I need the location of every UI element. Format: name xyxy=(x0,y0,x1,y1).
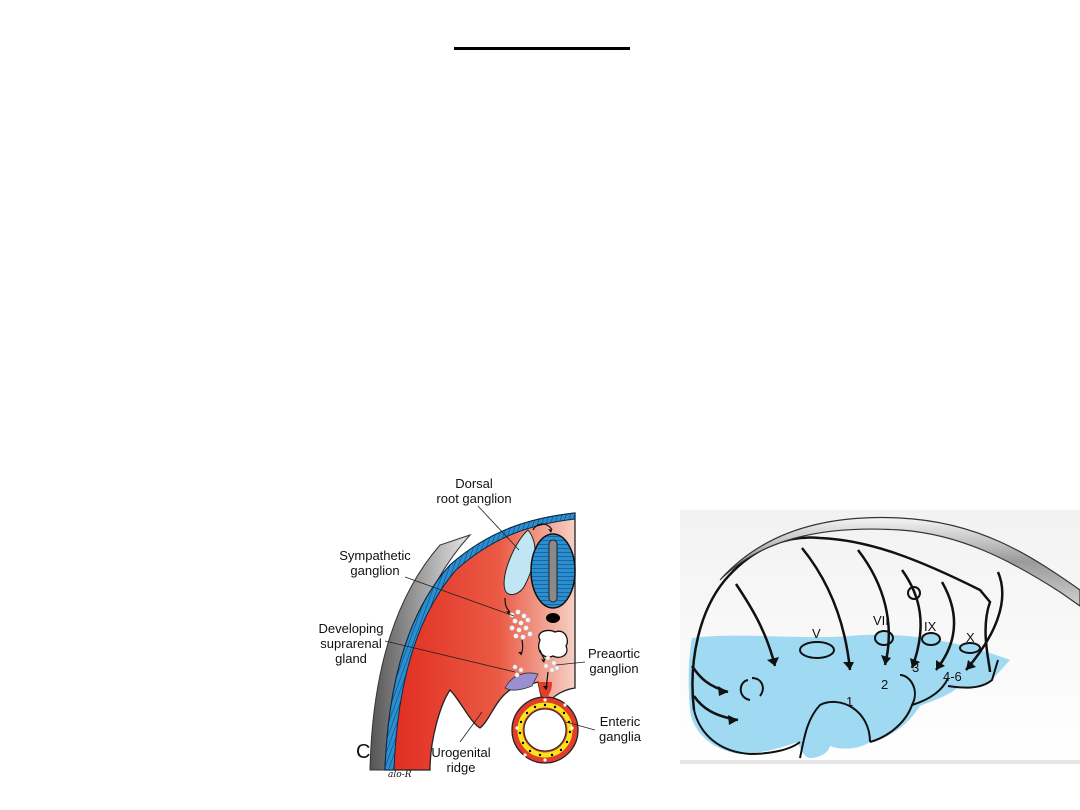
illustrator-signature: alo-R xyxy=(388,770,412,780)
arch-label-4-6: 4-6 xyxy=(943,669,962,684)
label-sympathetic-ganglion: Sympathetic ganglion xyxy=(339,548,411,578)
label-dorsal-root-ganglion: Dorsal root ganglion xyxy=(436,476,512,506)
head-outline xyxy=(691,536,992,711)
nerve-label-IX: IX xyxy=(924,619,937,634)
nerve-label-X: X xyxy=(966,630,975,645)
label-urogenital-ridge: Urogenital ridge xyxy=(431,745,491,775)
nerve-label-VII: VII xyxy=(873,613,889,628)
arrow-heads xyxy=(718,655,976,725)
arch-label-2: 2 xyxy=(881,677,889,692)
ganglion-V xyxy=(799,641,835,659)
panel-letter: C xyxy=(356,741,371,763)
gut-lumen xyxy=(523,708,567,752)
notochord xyxy=(546,613,560,623)
arch-label-1: 1 xyxy=(846,694,854,709)
gray-neural-band xyxy=(719,516,1080,607)
crest-cells xyxy=(509,609,560,678)
gut-wall-cells xyxy=(515,698,574,762)
enteric-dots xyxy=(518,703,572,757)
title-underline xyxy=(454,47,630,50)
dorsal-aorta xyxy=(538,629,569,659)
arch-label-3: 3 xyxy=(912,660,920,675)
arch-4-outline xyxy=(947,659,999,689)
pharyngeal-arches-diagram xyxy=(680,510,1080,764)
lower-outline xyxy=(693,709,801,756)
arch-1-outline xyxy=(799,700,871,759)
label-developing-suprarenal-gland: Developing suprarenal gland xyxy=(318,621,384,666)
label-enteric-ganglia: Enteric ganglia xyxy=(599,714,641,744)
ganglion-IX xyxy=(921,632,941,646)
optic-structure xyxy=(739,677,764,701)
label-preaortic-ganglion: Preaortic ganglion xyxy=(587,646,641,676)
suprarenal-gland xyxy=(504,672,539,691)
ganglion-VII xyxy=(874,630,894,646)
arch-3-outline xyxy=(911,677,949,706)
ganglion-X xyxy=(959,642,981,654)
crest-migration-arrows xyxy=(690,547,1004,722)
ectoderm-layer xyxy=(384,512,576,771)
otic-vesicle xyxy=(907,586,921,600)
leader-lines xyxy=(384,505,596,743)
pharyngeal-arch-region xyxy=(688,634,1010,758)
nerve-label-V: V xyxy=(812,626,821,641)
